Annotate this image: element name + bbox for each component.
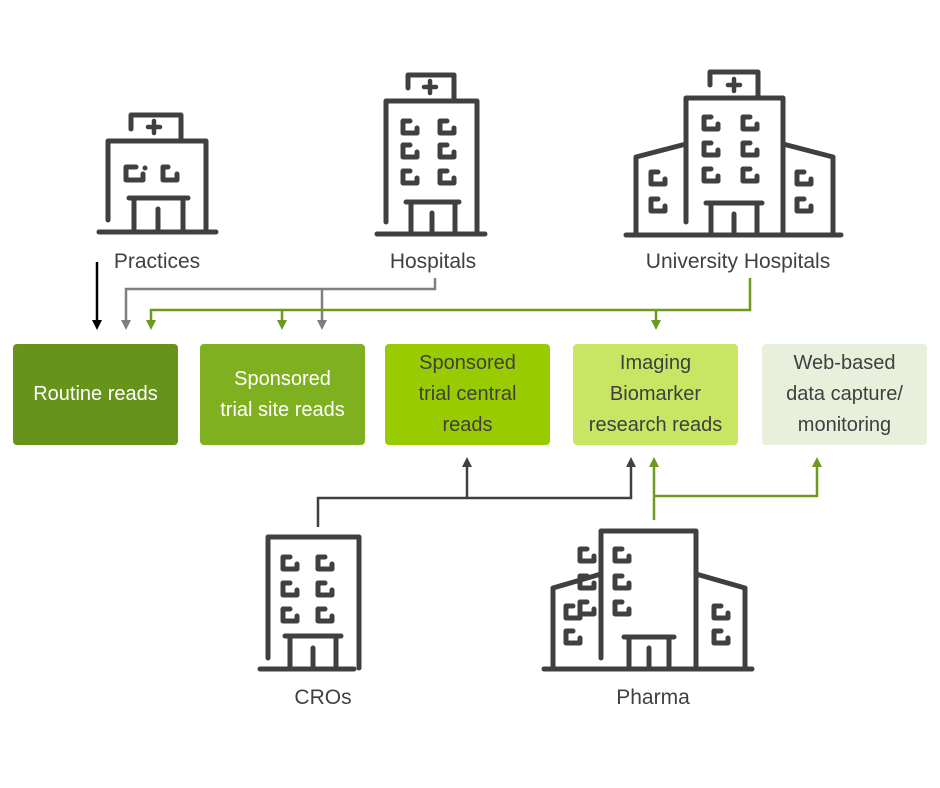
- practices-building-icon: [96, 112, 219, 235]
- arrow-pharma-connectors: [649, 457, 822, 520]
- label-university-hospitals: University Hospitals: [645, 250, 831, 273]
- box-sponsored-trial-central-reads-label: Sponsored trial central reads: [418, 352, 517, 436]
- box-sponsored-trial-site-reads-label: Sponsored trial site reads: [220, 367, 345, 421]
- label-pharma: Pharma: [616, 686, 690, 709]
- box-routine-reads-label: Routine reads: [33, 383, 158, 405]
- box-web-based-data-capture: Web-based data capture/ monitoring: [762, 344, 927, 445]
- university-hospitals-building-icon: [623, 69, 844, 238]
- box-sponsored-trial-central-reads: Sponsored trial central reads: [385, 344, 550, 445]
- arrow-cros-connectors: [316, 457, 636, 527]
- arrow-hospitals-connectors: [121, 278, 437, 330]
- label-cros: CROs: [294, 686, 352, 709]
- box-sponsored-trial-site-reads: Sponsored trial site reads: [200, 344, 365, 445]
- cros-building-icon: [257, 534, 362, 672]
- label-practices: Practices: [113, 250, 201, 273]
- box-imaging-biomarker-research-reads: Imaging Biomarker research reads: [573, 344, 738, 445]
- label-hospitals: Hospitals: [389, 250, 477, 273]
- box-imaging-biomarker-research-reads-label: Imaging Biomarker research reads: [588, 352, 723, 436]
- arrow-university-connectors: [146, 278, 752, 330]
- box-routine-reads: Routine reads: [13, 344, 178, 445]
- box-web-based-data-capture-label: Web-based data capture/ monitoring: [786, 352, 903, 436]
- hospitals-building-icon: [374, 72, 488, 237]
